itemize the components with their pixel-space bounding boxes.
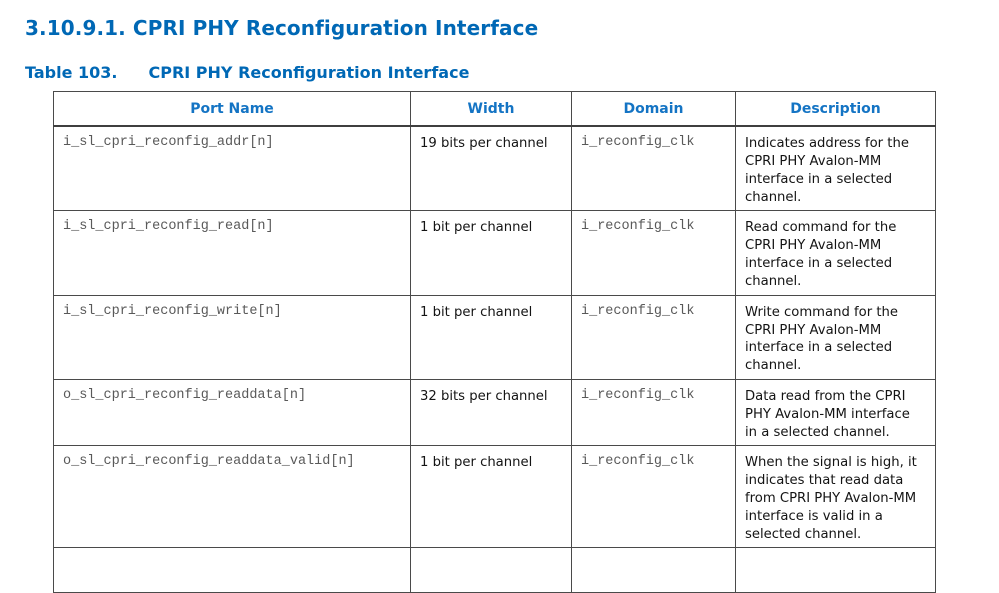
table-row: i_sl_cpri_reconfig_read[n] 1 bit per cha… <box>53 210 936 296</box>
description-cell: Write command for the CPRI PHY Avalon-MM… <box>735 294 936 380</box>
port-name-cell: i_sl_cpri_reconfig_write[n] <box>53 294 411 380</box>
port-name-cell: o_sl_cpri_reconfig_readdata[n] <box>53 378 411 447</box>
column-header-description: Description <box>735 91 936 128</box>
width-cell: 1 bit per channel <box>410 445 572 549</box>
width-cell: 32 bits per channel <box>410 378 572 447</box>
description-cell: Indicates address for the CPRI PHY Avalo… <box>735 125 936 212</box>
port-name-cell: o_sl_cpri_reconfig_readdata_valid[n] <box>53 445 411 549</box>
table-row: o_sl_cpri_reconfig_readdata[n] 32 bits p… <box>53 378 936 447</box>
column-header-port-name: Port Name <box>53 91 411 128</box>
domain-cell <box>571 547 736 593</box>
section-heading: 3.10.9.1. CPRI PHY Reconfiguration Inter… <box>25 16 539 40</box>
table-row: i_sl_cpri_reconfig_addr[n] 19 bits per c… <box>53 125 936 212</box>
table-caption-label: Table 103. <box>25 63 118 82</box>
table-row-partial <box>53 547 936 593</box>
column-header-domain: Domain <box>571 91 736 128</box>
port-name-cell: i_sl_cpri_reconfig_addr[n] <box>53 125 411 212</box>
cpri-phy-reconfig-table: Port Name Width Domain Description i_sl_… <box>53 91 936 593</box>
width-cell: 1 bit per channel <box>410 210 572 296</box>
domain-cell: i_reconfig_clk <box>571 294 736 380</box>
column-header-width: Width <box>410 91 572 128</box>
domain-cell: i_reconfig_clk <box>571 378 736 447</box>
width-cell <box>410 547 572 593</box>
table-header-row: Port Name Width Domain Description <box>53 91 936 128</box>
description-cell: When the signal is high, it indicates th… <box>735 445 936 549</box>
domain-cell: i_reconfig_clk <box>571 125 736 212</box>
description-cell: Read command for the CPRI PHY Avalon-MM … <box>735 210 936 296</box>
description-cell: Data read from the CPRI PHY Avalon-MM in… <box>735 378 936 447</box>
width-cell: 19 bits per channel <box>410 125 572 212</box>
table-row: o_sl_cpri_reconfig_readdata_valid[n] 1 b… <box>53 445 936 549</box>
domain-cell: i_reconfig_clk <box>571 210 736 296</box>
table-caption-title: CPRI PHY Reconfiguration Interface <box>148 63 470 82</box>
table-caption: Table 103. CPRI PHY Reconfiguration Inter… <box>25 63 999 82</box>
description-cell <box>735 547 936 593</box>
table-row: i_sl_cpri_reconfig_write[n] 1 bit per ch… <box>53 294 936 380</box>
port-name-cell <box>53 547 411 593</box>
port-name-cell: i_sl_cpri_reconfig_read[n] <box>53 210 411 296</box>
domain-cell: i_reconfig_clk <box>571 445 736 549</box>
width-cell: 1 bit per channel <box>410 294 572 380</box>
